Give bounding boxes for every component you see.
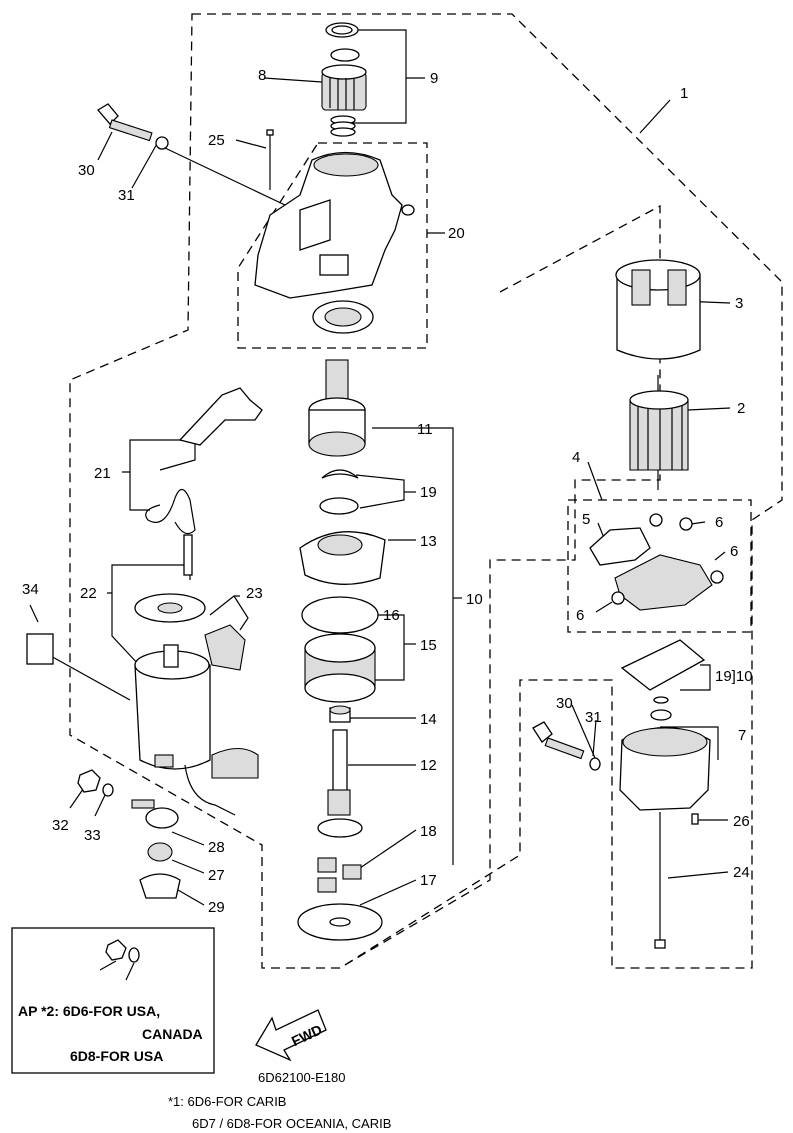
circlip bbox=[321, 469, 359, 479]
callout-7: 7 bbox=[738, 727, 746, 744]
callout-12: 12 bbox=[420, 757, 437, 774]
callout-6a: 6 bbox=[715, 514, 723, 531]
terminal-cap bbox=[147, 842, 173, 862]
nut-35 bbox=[105, 939, 127, 961]
yoke bbox=[615, 259, 701, 360]
callout-33: 33 bbox=[84, 827, 101, 844]
callout-3: 3 bbox=[735, 295, 743, 312]
washer-33 bbox=[102, 783, 114, 797]
callout-17: 17 bbox=[420, 872, 437, 889]
pinion-spring bbox=[330, 115, 356, 137]
callout-18: 18 bbox=[420, 823, 437, 840]
callout-22: 22 bbox=[80, 585, 97, 602]
screw-26 bbox=[691, 813, 699, 825]
terminal-holder bbox=[139, 873, 181, 899]
internal-gear bbox=[304, 633, 376, 703]
callout-6b: 6 bbox=[730, 543, 738, 560]
clutch-shaft bbox=[308, 359, 366, 457]
callout-19: 19 bbox=[420, 484, 437, 501]
callout-24: 24 bbox=[733, 864, 750, 881]
callout-6c: 6 bbox=[576, 607, 584, 624]
callout-31b: 31 bbox=[585, 709, 602, 726]
callout-25: 25 bbox=[208, 132, 225, 149]
drawing-code: 6D62100-E180 bbox=[258, 1070, 345, 1085]
bushing-14 bbox=[329, 705, 351, 723]
washer-36 bbox=[128, 947, 140, 963]
fwd-arrow-icon: FWD bbox=[255, 1009, 327, 1062]
callout-10: 10 bbox=[466, 591, 483, 608]
solenoid-gasket bbox=[134, 534, 206, 623]
callout-20: 20 bbox=[448, 225, 465, 242]
callout-1: 1 bbox=[680, 85, 688, 102]
callout-32: 32 bbox=[52, 817, 69, 834]
washer-upper bbox=[155, 136, 169, 150]
footnote-line-2: 6D7 / 6D8-FOR OCEANIA, CARIB bbox=[192, 1116, 391, 1131]
callout-2: 2 bbox=[737, 400, 745, 417]
armature bbox=[629, 375, 689, 490]
callout-23: 23 bbox=[246, 585, 263, 602]
output-shaft bbox=[317, 729, 363, 838]
pinion-gear bbox=[321, 64, 367, 111]
rear-cover bbox=[619, 709, 711, 811]
through-bolt-long bbox=[654, 812, 666, 949]
callout-28: 28 bbox=[208, 839, 225, 856]
callout-19-10: 19]10 bbox=[715, 668, 753, 685]
lead-wire bbox=[184, 764, 236, 816]
callout-8: 8 bbox=[258, 67, 266, 84]
boot-cap bbox=[211, 747, 259, 779]
callout-26: 26 bbox=[733, 813, 750, 830]
callout-14: 14 bbox=[420, 711, 437, 728]
callout-11: 11 bbox=[417, 421, 433, 438]
callout-4: 4 bbox=[572, 449, 580, 466]
pinion-stopper-ring bbox=[325, 22, 359, 38]
callout-9: 9 bbox=[430, 70, 438, 87]
ring-16 bbox=[301, 596, 379, 634]
starter-housing-upper bbox=[254, 151, 415, 299]
callout-27: 27 bbox=[208, 867, 225, 884]
callout-15: 15 bbox=[420, 637, 437, 654]
mounting-bolt-lower bbox=[532, 721, 585, 760]
brush-holder-group-outline bbox=[567, 499, 752, 633]
callout-13: 13 bbox=[420, 533, 437, 550]
mounting-bolt-upper bbox=[97, 103, 153, 142]
callout-21: 21 bbox=[94, 465, 111, 482]
caution-label bbox=[26, 633, 54, 665]
drive-group-outline bbox=[344, 204, 661, 966]
callout-5: 5 bbox=[582, 511, 590, 528]
callout-30b: 30 bbox=[556, 695, 573, 712]
through-bolt-short bbox=[266, 129, 274, 190]
callout-34: 34 bbox=[22, 581, 39, 598]
terminal-bolt bbox=[131, 799, 179, 829]
planet-gears bbox=[317, 857, 362, 893]
solenoid bbox=[134, 644, 211, 770]
callout-31a: 31 bbox=[118, 187, 135, 204]
washer-17 bbox=[297, 903, 383, 941]
leader-lines bbox=[29, 29, 731, 906]
housing-group-outline bbox=[237, 142, 428, 349]
callout-16: 16 bbox=[383, 607, 400, 624]
footnote-line-1: *1: 6D6-FOR CARIB bbox=[168, 1094, 286, 1109]
legend-line-2: CANADA bbox=[142, 1026, 203, 1042]
dust-cover bbox=[204, 624, 246, 671]
assembly-outline-1 bbox=[69, 13, 783, 969]
bearing bbox=[312, 300, 374, 334]
thrust-washer bbox=[319, 497, 359, 515]
callout-30a: 30 bbox=[78, 162, 95, 179]
brush-plate-10 bbox=[620, 639, 706, 704]
brush-holder-assembly bbox=[589, 513, 724, 611]
legend-line-3: 6D8-FOR USA bbox=[70, 1048, 163, 1064]
callout-29: 29 bbox=[208, 899, 225, 916]
stopper-plate bbox=[299, 531, 386, 585]
legend-line-1: AP *2: 6D6-FOR USA, bbox=[18, 1003, 160, 1019]
washer-lower bbox=[589, 757, 601, 771]
region-legend-box: AP *2: 6D6-FOR USA, CANADA 6D8-FOR USA bbox=[11, 927, 215, 1074]
nut-32 bbox=[77, 769, 101, 793]
callout-labels: 1 2 3 4 5 6 6 6 7 8 9 10 19]10 11 12 13 … bbox=[22, 67, 753, 1000]
shift-lever bbox=[145, 387, 263, 535]
clip-ring bbox=[330, 48, 360, 62]
